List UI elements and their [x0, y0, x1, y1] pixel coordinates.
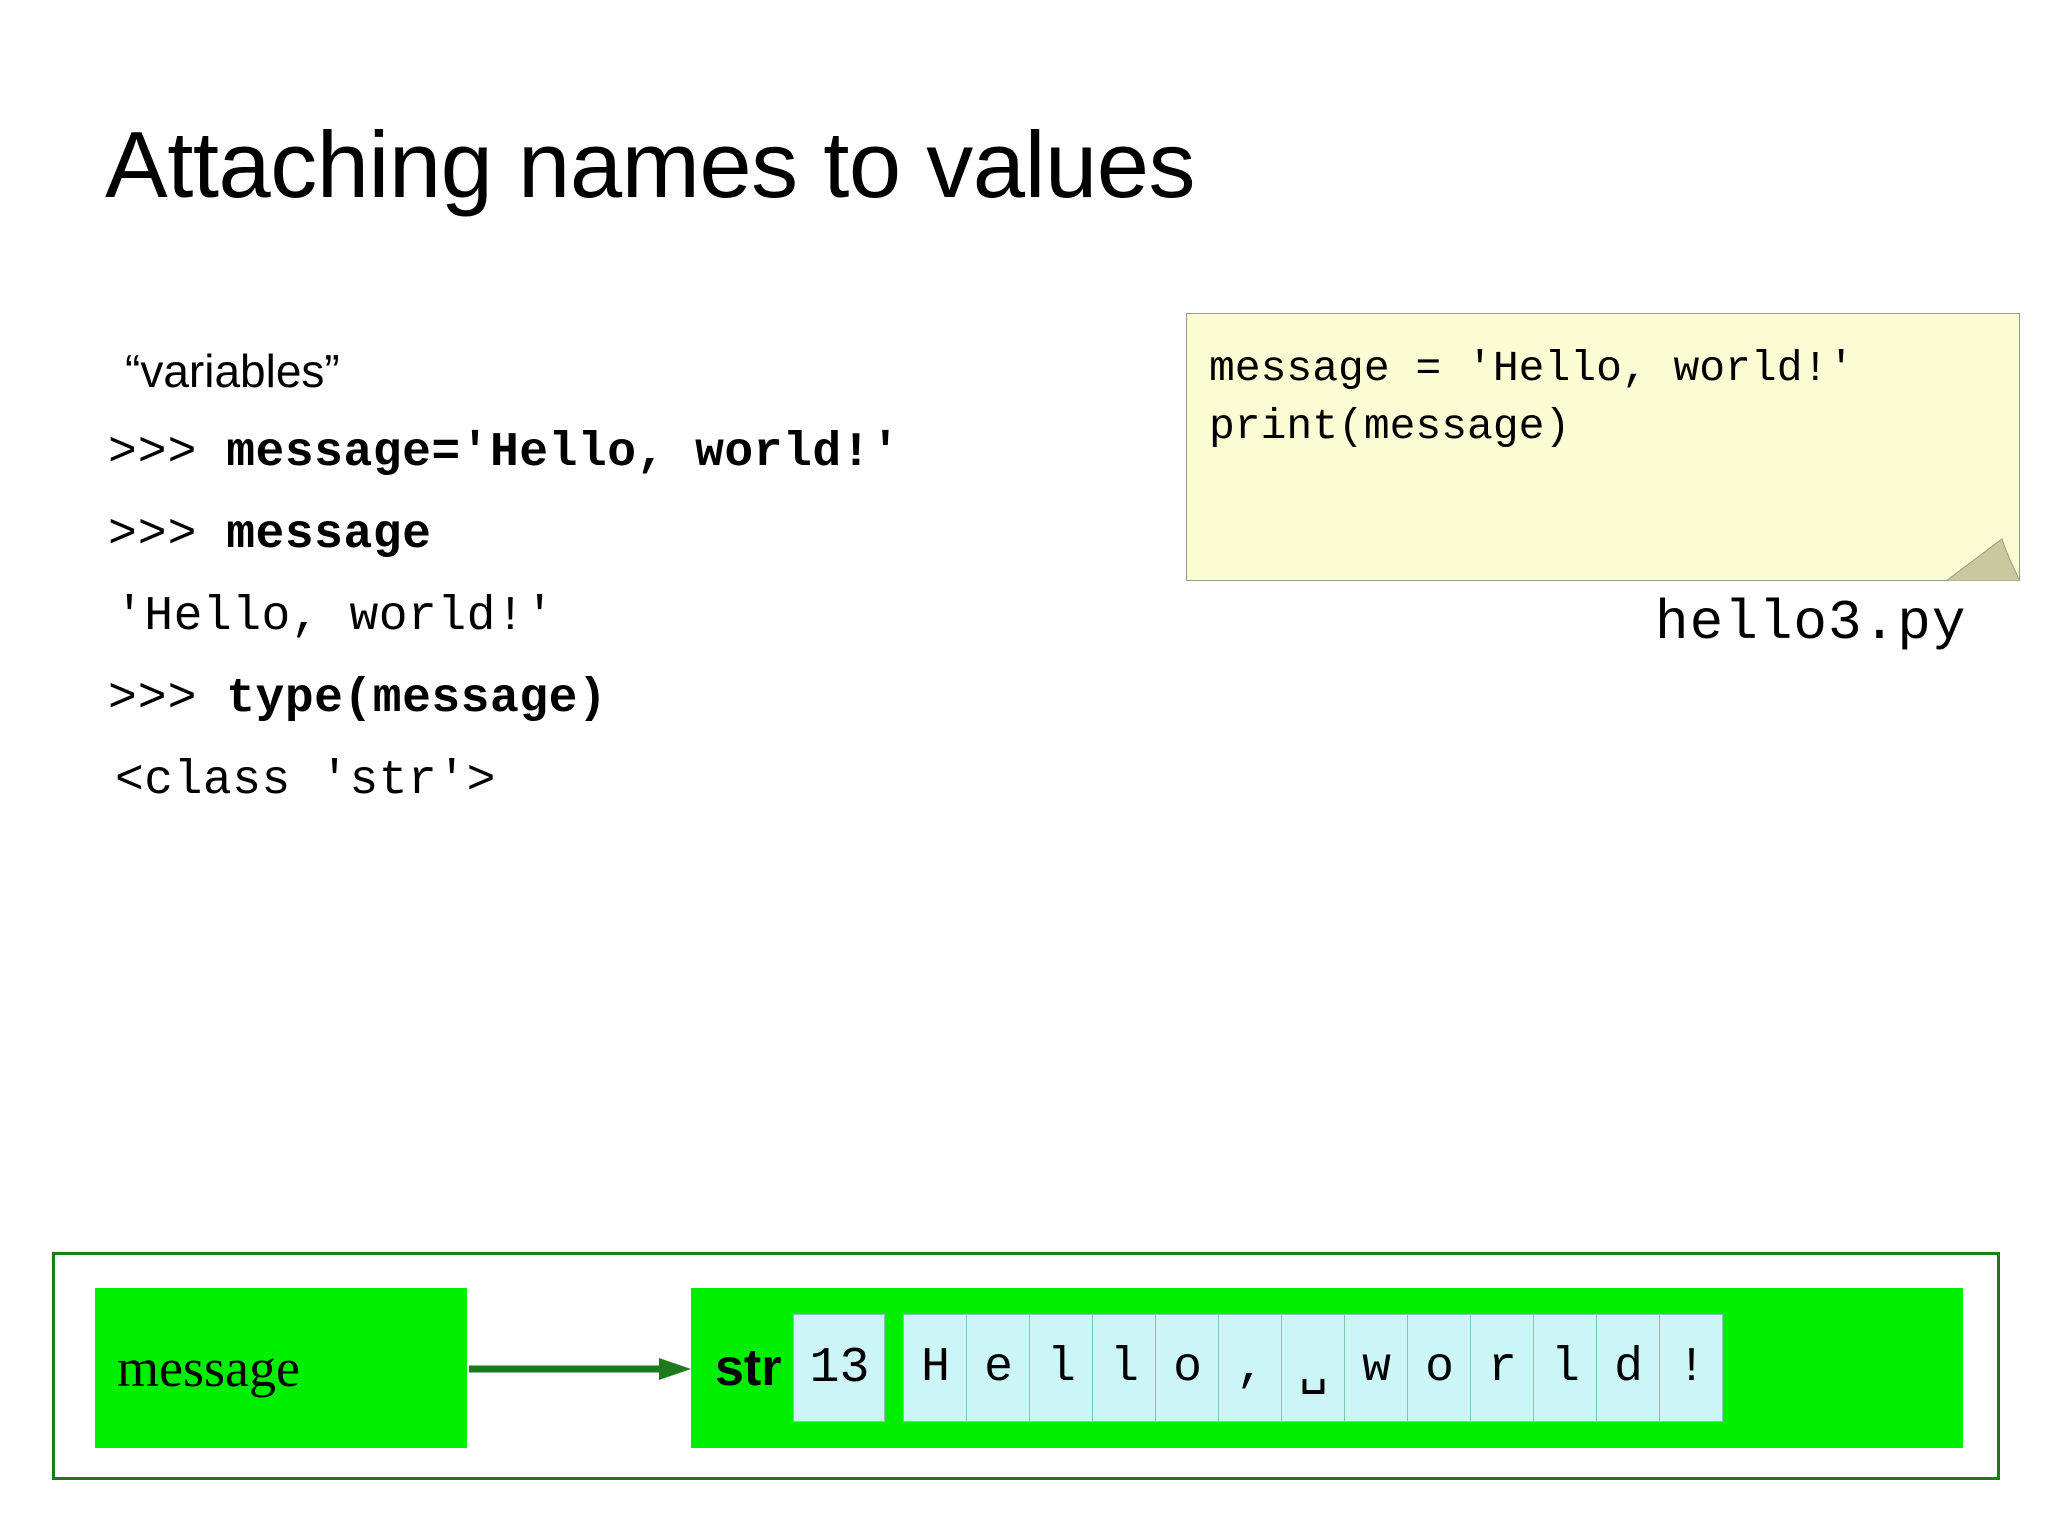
character-cell: o	[1407, 1314, 1472, 1422]
prompt-symbol: >>>	[108, 426, 198, 480]
character-cell: l	[1092, 1314, 1157, 1422]
character-cell: d	[1596, 1314, 1661, 1422]
console-line-type: >>> type(message)	[0, 658, 1150, 740]
page-title: Attaching names to values	[105, 112, 1196, 217]
object-type-label: str	[715, 1339, 782, 1397]
variable-name-label: message	[117, 1338, 300, 1398]
character-cell: ,	[1218, 1314, 1283, 1422]
console-output-message: 'Hello, world!'	[0, 576, 1150, 658]
console-code-assignment: message='Hello, world!'	[226, 426, 901, 480]
console-transcript: “variables” >>> message='Hello, world!' …	[0, 330, 1150, 822]
reference-arrow-icon	[469, 1358, 691, 1380]
console-output-type: <class 'str'>	[0, 740, 1150, 822]
sticky-note-code: message = 'Hello, world!' print(message)	[1209, 344, 1855, 451]
prompt-symbol: >>>	[108, 508, 198, 562]
variable-name-box: message	[95, 1288, 467, 1448]
character-cell: o	[1155, 1314, 1220, 1422]
character-cell: r	[1470, 1314, 1535, 1422]
character-cell: w	[1344, 1314, 1409, 1422]
prompt-symbol: >>>	[108, 672, 198, 726]
character-cell: !	[1659, 1314, 1724, 1422]
page-fold-icon	[1946, 535, 2020, 581]
console-line-assignment: >>> message='Hello, world!'	[0, 412, 1150, 494]
character-cell: l	[1029, 1314, 1094, 1422]
character-cell: l	[1533, 1314, 1598, 1422]
string-length-cell: 13	[793, 1314, 886, 1422]
character-cell: H	[903, 1314, 968, 1422]
code-sticky-note: message = 'Hello, world!' print(message)	[1186, 313, 2020, 581]
sticky-note-filename: hello3.py	[1655, 591, 1967, 655]
console-output-text: 'Hello, world!'	[115, 590, 555, 644]
console-output-text: <class 'str'>	[115, 754, 496, 808]
variables-aside-label: “variables”	[125, 345, 340, 397]
console-code-type: type(message)	[226, 672, 608, 726]
console-line-message: >>> message	[0, 494, 1150, 576]
console-code-message: message	[226, 508, 432, 562]
character-cell: e	[966, 1314, 1031, 1422]
character-cell: ␣	[1281, 1314, 1346, 1422]
